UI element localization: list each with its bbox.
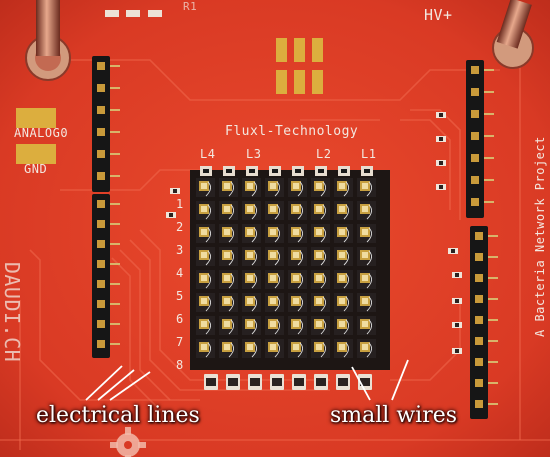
side-text-left: DAUDI.CH xyxy=(0,261,25,363)
row-label: 1 xyxy=(176,197,184,211)
hv-plus-label: HV+ xyxy=(424,6,453,24)
top-fragment-label: R1 xyxy=(183,0,198,13)
signal-pads xyxy=(16,108,56,164)
led-matrix xyxy=(196,166,376,358)
gear-icon xyxy=(110,427,146,457)
electrical-lines-caption: electrical lines xyxy=(36,403,200,428)
row-label: 5 xyxy=(176,289,184,303)
row-label: 2 xyxy=(176,220,184,234)
top-components xyxy=(105,10,162,17)
side-smd-components xyxy=(166,112,462,354)
analog-label: ANALOG0 xyxy=(14,126,69,140)
column-label: L1 xyxy=(361,147,377,161)
annotation-lines xyxy=(85,359,409,401)
small-wires-caption: small wires xyxy=(330,403,458,428)
board-title: Fluxl-Technology xyxy=(225,124,359,139)
gnd-label: GND xyxy=(24,162,48,176)
pin-headers xyxy=(92,56,498,419)
side-text-right: A Bacteria Network Project xyxy=(533,136,547,337)
row-label: 3 xyxy=(176,243,184,257)
row-label: 6 xyxy=(176,312,184,326)
bottom-resistor-row xyxy=(204,374,372,390)
corner-post-left xyxy=(25,0,71,81)
top-gold-pads xyxy=(276,38,323,94)
column-label: L2 xyxy=(316,147,332,161)
row-label: 4 xyxy=(176,266,184,280)
row-label: 8 xyxy=(176,358,184,372)
row-label: 7 xyxy=(176,335,184,349)
column-label: L3 xyxy=(246,147,262,161)
column-label: L4 xyxy=(200,147,216,161)
trace-lines xyxy=(0,59,550,450)
corner-post-right xyxy=(492,0,534,69)
